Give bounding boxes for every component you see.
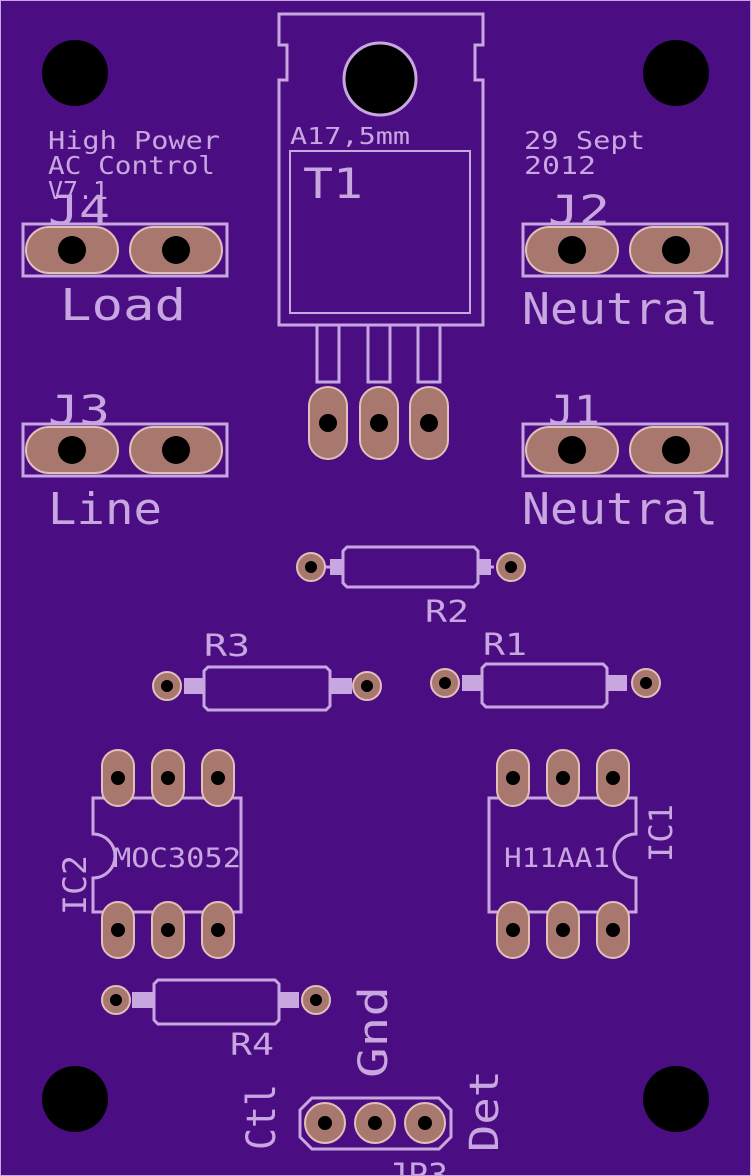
jp3-gnd-label: Gnd	[351, 986, 397, 1078]
j1-label: J1	[548, 388, 600, 434]
resistor-r4	[101, 978, 331, 1026]
t1-pads	[308, 386, 449, 460]
terminal-j2	[521, 222, 729, 278]
header-jp3	[298, 1096, 453, 1151]
t1-mount-note: A17,5mm	[290, 124, 410, 150]
project-title-line1: High Power	[48, 126, 220, 155]
j3-function-label: Line	[48, 484, 162, 535]
ic1-label: IC1	[642, 804, 680, 862]
mounting-hole-top-right	[643, 40, 709, 106]
ic2-label: IC2	[56, 855, 94, 915]
mounting-hole-bottom-left	[42, 1066, 108, 1132]
r3-label: R3	[204, 629, 250, 664]
terminal-j4	[21, 222, 229, 278]
mounting-hole-bottom-right	[643, 1066, 709, 1132]
jp3-det-label: Det	[462, 1070, 508, 1152]
project-version: V7.1	[48, 176, 108, 205]
t1-mounting-hole	[342, 41, 418, 117]
t1-legs	[315, 323, 442, 384]
r4-label: R4	[230, 1028, 274, 1063]
r2-label: R2	[425, 595, 469, 630]
j4-function-label: Load	[60, 280, 186, 331]
resistor-r1	[430, 662, 661, 709]
j2-label: J2	[548, 188, 610, 234]
ic1-part-number: H11AA1	[504, 843, 610, 874]
resistor-r2	[296, 545, 526, 589]
project-title-line2: AC Control	[48, 151, 215, 180]
t1-outline	[277, 12, 485, 327]
j4-label: J4	[48, 188, 110, 234]
terminal-j3	[21, 422, 229, 478]
mounting-hole-top-left	[42, 40, 108, 106]
resistor-r3	[152, 665, 382, 712]
date-line1: 29 Sept	[524, 126, 645, 155]
date-line2: 2012	[524, 151, 596, 180]
jp3-ctl-label: Ctl	[239, 1084, 285, 1150]
ic2-part-number: MOC3052	[113, 843, 241, 874]
jp3-label: JP3	[388, 1156, 448, 1176]
j2-function-label: Neutral	[522, 284, 718, 335]
ic1-package	[487, 749, 638, 959]
j3-label: J3	[48, 388, 110, 434]
r1-label: R1	[483, 628, 527, 663]
ic2-package	[91, 749, 243, 959]
terminal-j1	[521, 422, 729, 478]
t1-label: T1	[303, 159, 363, 208]
j1-function-label: Neutral	[522, 484, 718, 535]
